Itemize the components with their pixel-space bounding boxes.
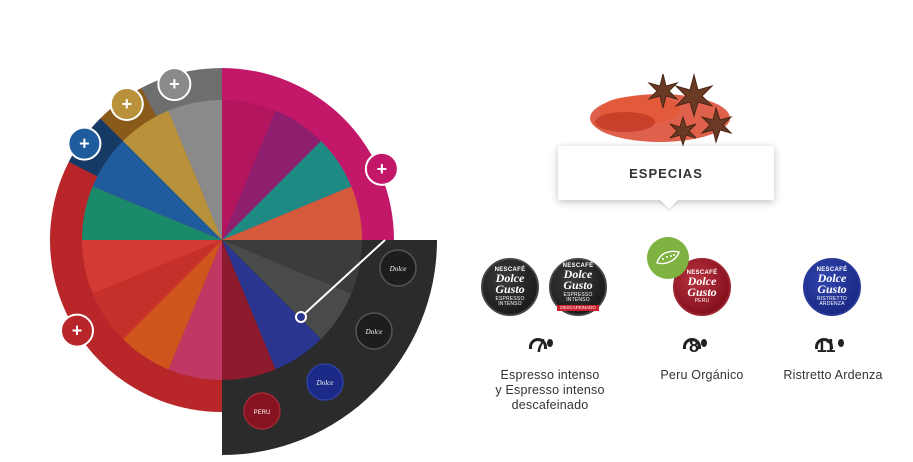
pod-logo-line1: Dolce: [687, 273, 717, 288]
coffee-name-espresso: Espresso intenso y Espresso intenso desc…: [470, 368, 630, 413]
pod-logo-line1: Dolce: [817, 271, 847, 286]
pointer-line: [295, 239, 386, 323]
panel-pods: Dolce Dolce Dolce PERU: [243, 249, 417, 430]
coffee-bean-icon: [837, 339, 844, 347]
plus-icon: +: [377, 159, 388, 179]
panel-pod-espresso-label: Dolce: [365, 328, 383, 336]
pod-espresso-intenso[interactable]: NESCAFÉ Dolce Gusto ESPRESSO INTENSO: [481, 258, 539, 316]
plus-buttons: + + + + +: [59, 67, 399, 348]
plus-button-gray[interactable]: +: [157, 67, 192, 102]
pod-logo-line2: Gusto: [817, 282, 847, 296]
plus-circle[interactable]: [364, 151, 399, 186]
intensity-value: 7: [534, 335, 545, 356]
panel-pod-peru-label: PERU: [254, 410, 271, 416]
sector-rose[interactable]: [168, 240, 222, 380]
sector-green[interactable]: [82, 186, 222, 240]
panel-pod-peru[interactable]: PERU: [243, 392, 281, 430]
flavor-tooltip: ESPECIAS: [558, 146, 774, 200]
pod-brand: NESCAFÉ: [562, 262, 594, 269]
panel-pod-espresso-decaf-label: Dolce: [389, 265, 407, 273]
coffee-name-ristretto: Ristretto Ardenza: [766, 368, 900, 383]
sector-orange-red[interactable]: [222, 186, 362, 240]
sector-blue[interactable]: [92, 141, 223, 240]
sector-teal[interactable]: [222, 141, 352, 240]
pod-logo-line2: Gusto: [563, 277, 593, 292]
intensity-arc-icon: [529, 338, 547, 349]
pod-brand: NESCAFÉ: [494, 267, 526, 274]
panel-pod-espresso-decaf[interactable]: Dolce: [379, 249, 417, 287]
name-line: Peru Orgánico: [660, 368, 744, 382]
panel-pod-ristretto-label: Dolce: [316, 379, 334, 387]
panel-pod-ristretto[interactable]: Dolce: [306, 363, 344, 401]
name-line: y Espresso intenso: [495, 383, 605, 397]
plus-button-red[interactable]: +: [59, 313, 94, 348]
intensity-value: 11: [816, 335, 836, 356]
sector-gold[interactable]: [123, 110, 222, 241]
sector-gray[interactable]: [168, 100, 222, 240]
pod-variant: PERU: [694, 298, 710, 305]
pod-logo-line2: Gusto: [687, 284, 717, 299]
pod-ristretto-ardenza[interactable]: NESCAFÉ Dolce Gusto RISTRETTO ARDENZA: [803, 258, 861, 316]
coffee-name-peru: Peru Orgánico: [640, 368, 764, 383]
sector-orange[interactable]: [123, 240, 222, 370]
coffee-bean-icon: [701, 339, 707, 347]
intensity-value: 8: [688, 335, 699, 356]
pod-brand: NESCAFÉ: [686, 269, 718, 276]
plus-icon: +: [72, 321, 83, 341]
sector-charcoal[interactable]: [222, 240, 352, 339]
plus-icon: +: [122, 94, 133, 114]
intensity-ristretto: 11: [803, 335, 863, 357]
name-line: Ristretto Ardenza: [783, 368, 883, 382]
pod-variant: ESPRESSO INTENSO: [495, 295, 525, 307]
intensity-espresso: 7: [517, 335, 577, 357]
plus-circle[interactable]: [109, 87, 144, 122]
intensity-arc-icon: [815, 338, 833, 349]
intensity-arc-icon: [683, 338, 701, 349]
intensity-peru: 8: [671, 335, 731, 357]
pod-logo-line2: Gusto: [495, 282, 525, 296]
organic-leaf-icon: [647, 237, 689, 279]
sector-red[interactable]: [92, 240, 223, 339]
spices-image: [590, 73, 733, 147]
name-line: Espresso intenso: [500, 368, 600, 382]
plus-circle[interactable]: [59, 313, 94, 348]
sector-dark-gray[interactable]: [222, 240, 362, 294]
wheel-sectors: [82, 100, 362, 380]
plus-button-magenta[interactable]: +: [364, 151, 399, 186]
pod-logo-line1: Dolce: [563, 266, 593, 281]
pod-variant: ESPRESSO INTENSO: [563, 291, 593, 303]
panel-pod-espresso[interactable]: Dolce: [355, 312, 393, 350]
pointer-dot[interactable]: [295, 311, 307, 323]
pod-variant: RISTRETTO ARDENZA: [816, 295, 848, 307]
sector-purple[interactable]: [222, 110, 321, 241]
plus-button-gold[interactable]: +: [109, 87, 144, 122]
coffee-bean-icon: [547, 339, 553, 347]
pod-brand: NESCAFÉ: [816, 267, 848, 274]
tooltip-label: ESPECIAS: [629, 165, 703, 181]
plus-circle[interactable]: [67, 126, 102, 161]
sector-magenta[interactable]: [222, 100, 276, 240]
sector-crimson[interactable]: [82, 240, 222, 294]
decaf-badge: DESCAFEINADO: [557, 304, 599, 312]
sector-navy[interactable]: [222, 240, 321, 370]
pod-logo-line1: Dolce: [495, 271, 525, 286]
sector-maroon[interactable]: [222, 240, 276, 380]
plus-icon: +: [169, 74, 180, 94]
plus-icon: +: [79, 134, 90, 154]
plus-circle[interactable]: [157, 67, 192, 102]
pod-espresso-intenso-decaf[interactable]: NESCAFÉ Dolce Gusto ESPRESSO INTENSO DES…: [549, 258, 607, 316]
name-line: descafeinado: [511, 398, 589, 412]
plus-button-blue[interactable]: +: [67, 126, 102, 161]
